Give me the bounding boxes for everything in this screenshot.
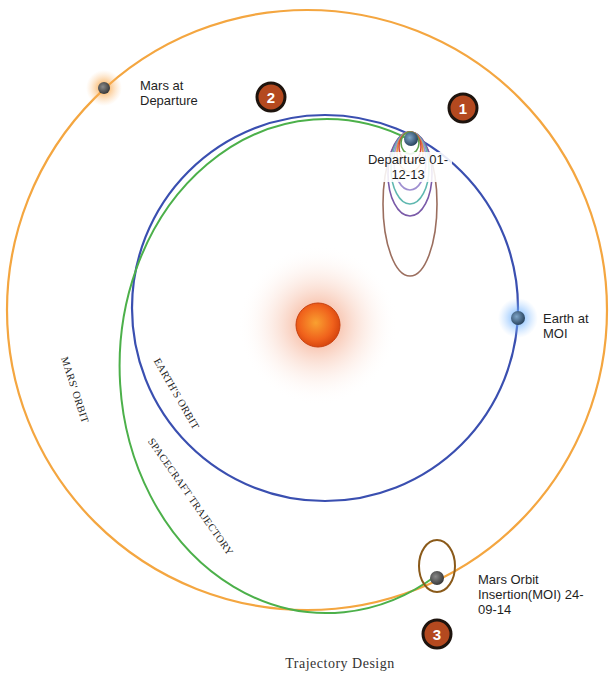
planet-label: Earth at MOI — [543, 311, 601, 341]
sun — [296, 303, 340, 347]
sun-glow — [238, 245, 398, 405]
event-label: Departure 01-12-13 — [364, 152, 452, 182]
callout-text: 1 — [459, 100, 467, 117]
mars-at-departure — [98, 82, 110, 94]
mars-glow — [86, 70, 122, 106]
orbit-raising-loop — [401, 132, 419, 154]
mars-orbit — [7, 10, 607, 610]
callout-text: 3 — [433, 626, 441, 643]
callout-number: 2 — [255, 81, 287, 113]
orbit-name: SPACECRAFT TRAJECTORY — [145, 436, 235, 558]
callout-number: 1 — [447, 92, 479, 124]
mars-capture-orbit — [419, 540, 455, 592]
mars-at-moi — [430, 571, 444, 585]
spacecraft-trajectory — [120, 119, 437, 613]
caption: Trajectory Design — [285, 656, 394, 672]
callout-number: 3 — [421, 618, 453, 650]
earth-orbit — [132, 115, 518, 501]
earth-at-moi — [511, 311, 525, 325]
earth-glow — [498, 298, 538, 338]
event-label: Mars Orbit Insertion(MOI) 24-09-14 — [478, 572, 590, 617]
earth-at-departure — [404, 132, 418, 146]
planet-label: Mars at Departure — [140, 78, 220, 108]
callout-text: 2 — [267, 89, 275, 106]
orbit-name: EARTH'S ORBIT — [151, 356, 201, 431]
orbit-name: MARS' ORBIT — [59, 355, 92, 424]
